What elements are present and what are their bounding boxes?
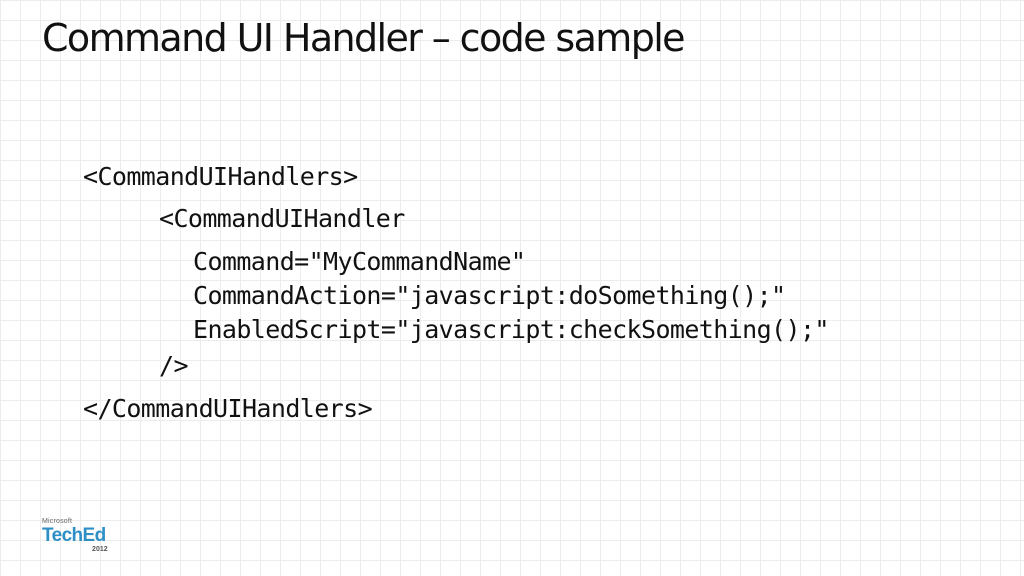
code-sample: <CommandUIHandlers> <CommandUIHandler Co…: [83, 160, 829, 421]
logo-company: Microsoft: [42, 518, 73, 525]
code-line-close-handlers: </CommandUIHandlers>: [83, 394, 373, 423]
code-line-self-close: />: [159, 351, 189, 380]
logo-year: 2012: [92, 546, 108, 553]
code-line-open-handlers: <CommandUIHandlers>: [83, 162, 358, 191]
code-line-enabled-script-attr: EnabledScript="javascript:checkSomething…: [193, 315, 829, 344]
code-line-open-handler: <CommandUIHandler: [159, 204, 405, 233]
code-line-command-action-attr: CommandAction="javascript:doSomething();…: [193, 281, 786, 310]
logo-product: TechEd: [42, 525, 106, 546]
slide-title: Command UI Handler – code sample: [42, 16, 686, 60]
code-line-command-attr: Command="MyCommandName": [193, 247, 526, 276]
teched-logo: Microsoft TechEd 2012: [42, 518, 108, 553]
